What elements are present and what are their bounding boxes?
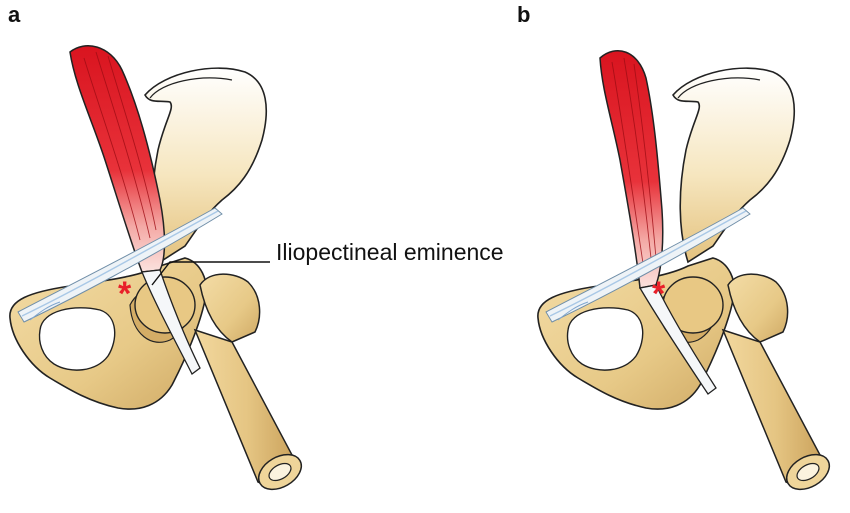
callout-iliopectineal-eminence: Iliopectineal eminence	[276, 239, 504, 265]
panel-b-pelvis-femur	[537, 67, 837, 498]
panel-b-psoas-tendon	[638, 284, 717, 395]
panel-a-psoas-muscle	[69, 45, 166, 273]
panel-b-eminence-marker: *	[652, 275, 666, 313]
panel-a-illustration: *	[9, 45, 309, 498]
panel-a-eminence-marker: *	[118, 275, 132, 313]
panel-a-psoas-tendon	[141, 269, 201, 375]
panel-b-illustration: *	[537, 49, 837, 498]
panel-label-a: a	[8, 2, 21, 27]
panel-b-psoas-muscle	[599, 49, 664, 289]
callout-leader-line	[151, 261, 270, 286]
panel-label-b: b	[517, 2, 531, 27]
